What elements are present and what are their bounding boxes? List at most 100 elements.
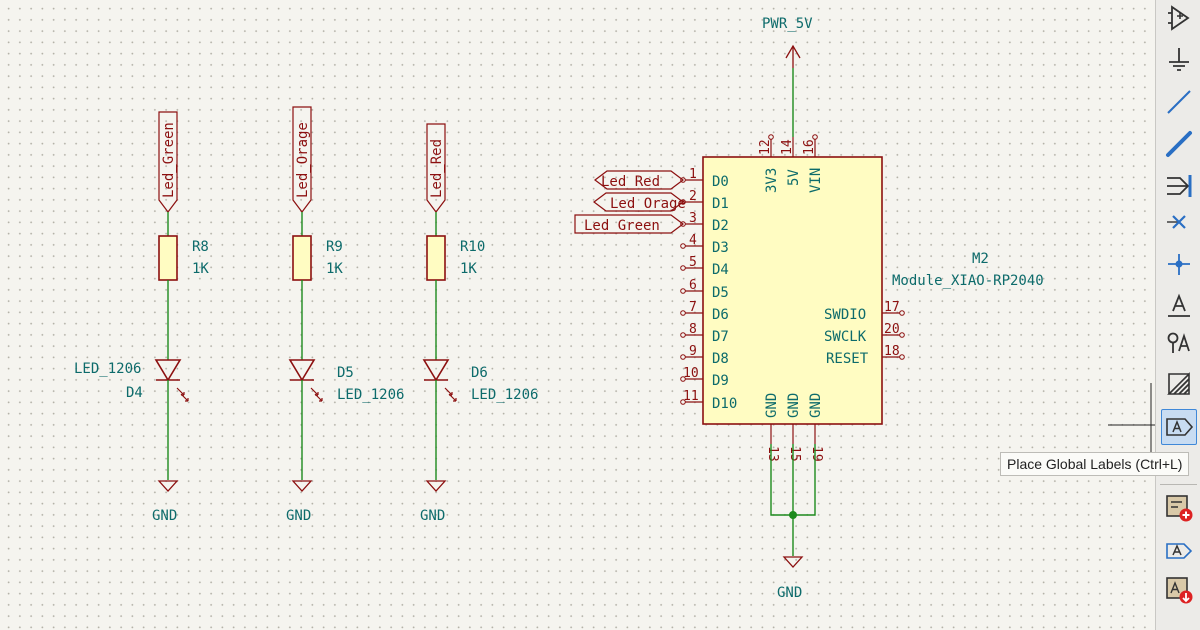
pin-name: GND — [764, 393, 780, 418]
module-global-label-led-green-text: Led_Green — [584, 218, 660, 234]
module-m2-value: Module_XIAO-RP2040 — [892, 273, 1044, 289]
pin-num: 15 — [787, 446, 802, 462]
module-global-label-led-red-text: Led_Red — [601, 174, 660, 190]
pin-name: D5 — [712, 285, 729, 301]
module-global-label-led-orange[interactable] — [593, 192, 684, 212]
gnd-symbol-3[interactable] — [425, 480, 447, 492]
led-d4[interactable] — [154, 359, 189, 402]
draw-wire-icon — [1167, 90, 1191, 114]
pin-num: 7 — [689, 300, 697, 315]
schematic-canvas[interactable]: Led_Green R8 1K LED_1206 D4 GND Led_Orag… — [0, 0, 1155, 630]
crosshair-cursor — [1108, 383, 1155, 465]
hierarchical-label-icon — [1166, 543, 1193, 559]
net-class-directive-button[interactable] — [1161, 324, 1197, 360]
module-global-label-led-red[interactable] — [594, 170, 684, 190]
gnd-net-module: GND — [777, 585, 802, 601]
place-power-button[interactable] — [1161, 42, 1197, 78]
pin-num: 5 — [689, 255, 697, 270]
pin-num: 13 — [765, 446, 780, 462]
pin-name: VIN — [808, 168, 824, 193]
pin-num: 8 — [689, 322, 697, 337]
led-d5[interactable] — [288, 359, 323, 402]
resistor-r8-ref: R8 — [192, 239, 209, 255]
draw-wire-button[interactable] — [1161, 84, 1197, 120]
pin-num: 11 — [683, 389, 699, 404]
gnd-symbol-1[interactable] — [157, 480, 179, 492]
module-left-pins: 1 D0 2 D1 3 D2 4 D3 5 D4 6 D5 7 D6 8 D7 … — [680, 167, 737, 412]
led-branch-orange: Led_Orage R9 1K D5 LED_1206 GND — [286, 106, 404, 524]
no-connect-icon — [1167, 215, 1186, 229]
net-class-directive-icon — [1167, 332, 1190, 353]
pin-num: 19 — [809, 446, 824, 462]
pin-num: 6 — [689, 278, 697, 293]
gnd-symbol-2[interactable] — [291, 480, 313, 492]
pin-num: 20 — [884, 322, 900, 337]
global-label-led-green[interactable] — [158, 111, 178, 213]
pin-name: D10 — [712, 396, 737, 412]
global-label-led-orange[interactable] — [292, 106, 312, 213]
place-power-icon — [1169, 48, 1189, 71]
resistor-r9-value: 1K — [326, 261, 343, 277]
no-connect-button[interactable] — [1161, 204, 1197, 240]
pin-num: 3 — [689, 211, 697, 226]
hierarchical-label-button[interactable] — [1161, 533, 1197, 569]
rule-area-button[interactable] — [1161, 366, 1197, 402]
led-d4-ref: D4 — [126, 385, 143, 401]
pin-name: 5V — [786, 169, 802, 186]
pin-name: D2 — [712, 218, 729, 234]
resistor-r8-value: 1K — [192, 261, 209, 277]
module-m2[interactable] — [702, 156, 883, 425]
global-label-led-red[interactable] — [426, 123, 446, 213]
bus-entry-button[interactable] — [1161, 168, 1197, 204]
pin-name: D6 — [712, 307, 729, 323]
module-top-pins: 12 3V3 14 5V 16 VIN — [758, 134, 824, 193]
resistor-r8[interactable] — [158, 235, 178, 281]
junction — [789, 511, 797, 519]
draw-bus-button[interactable] — [1161, 126, 1197, 162]
pin-name: GND — [808, 393, 824, 418]
resistor-r9[interactable] — [292, 235, 312, 281]
resistor-r10-ref: R10 — [460, 239, 485, 255]
hierarchical-sheet-icon — [1166, 495, 1193, 522]
led-d6-value: LED_1206 — [471, 387, 538, 403]
place-symbol-icon — [1168, 5, 1190, 31]
global-label-led-red-text: Led_Red — [429, 139, 445, 198]
pin-num: 1 — [689, 167, 697, 182]
led-branch-red: Led_Red R10 1K D6 LED_1206 GND — [420, 123, 538, 524]
power-5v[interactable]: PWR_5V — [762, 16, 813, 68]
net-label-icon — [1168, 293, 1190, 317]
place-global-label-button[interactable] — [1161, 409, 1197, 445]
pin-num: 2 — [689, 189, 697, 204]
resistor-r10[interactable] — [426, 235, 446, 281]
junction-icon — [1168, 254, 1190, 275]
pin-name: 3V3 — [764, 168, 780, 193]
gnd-net-1: GND — [152, 508, 177, 524]
gnd-symbol-module[interactable] — [782, 556, 804, 568]
led-d6[interactable] — [422, 359, 457, 402]
pin-num: 4 — [689, 233, 697, 248]
rule-area-icon — [1167, 372, 1190, 395]
bus-entry-icon — [1167, 175, 1192, 197]
module-right-pins: 17 SWDIO 20 SWCLK 18 RESET — [824, 300, 905, 367]
pin-num: 18 — [884, 344, 900, 359]
module-global-label-led-green[interactable] — [574, 214, 684, 234]
pin-name: SWDIO — [824, 307, 866, 323]
module-m2-ref: M2 — [972, 251, 989, 267]
tooltip: Place Global Labels (Ctrl+L) — [1000, 452, 1190, 476]
pin-name: D4 — [712, 262, 729, 278]
hierarchical-sheet-button[interactable] — [1161, 490, 1197, 526]
junction-button[interactable] — [1161, 246, 1197, 282]
net-label-button[interactable] — [1161, 288, 1197, 324]
place-symbol-button[interactable] — [1161, 0, 1197, 36]
pin-num: 14 — [780, 139, 795, 155]
pin-num: 16 — [802, 139, 817, 155]
global-label-led-green-text: Led_Green — [161, 122, 177, 198]
pin-name: SWCLK — [824, 329, 867, 345]
import-sheet-pin-button[interactable] — [1161, 572, 1197, 608]
pwr-5v-net: PWR_5V — [762, 16, 813, 32]
gnd-net-3: GND — [420, 508, 445, 524]
pin-name: D3 — [712, 240, 729, 256]
led-branch-green: Led_Green R8 1K LED_1206 D4 GND — [74, 111, 209, 524]
import-sheet-pin-icon — [1166, 577, 1193, 604]
draw-bus-icon — [1166, 131, 1192, 157]
